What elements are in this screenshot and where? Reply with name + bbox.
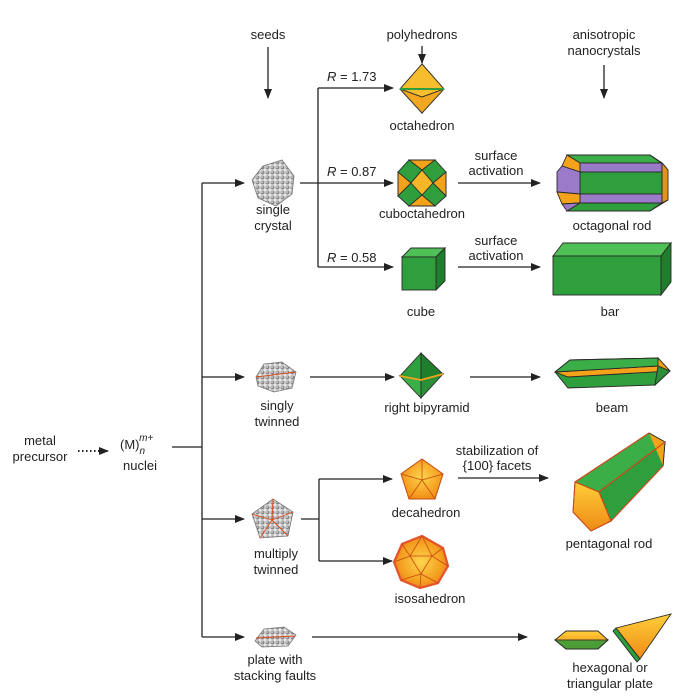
decahedron-icon — [400, 458, 444, 500]
arrow-stabilization: stabilization of — [456, 443, 539, 458]
beam-icon — [553, 356, 671, 389]
arrow-facets: {100} facets — [463, 458, 532, 473]
label-decahedron: decahedron — [392, 505, 461, 520]
pentagonal-rod-icon — [572, 432, 666, 532]
hexagonal-plate-icon — [553, 630, 610, 650]
octagonal-rod-icon — [556, 154, 669, 212]
arrow-activation-1: activation — [469, 163, 524, 178]
header-nanocrystals: nanocrystals — [568, 43, 641, 58]
triangular-plate-icon — [612, 613, 673, 663]
label-right-bipyramid: right bipyramid — [384, 400, 469, 415]
octahedron-icon — [399, 62, 445, 115]
label-cuboctahedron: cuboctahedron — [379, 206, 465, 221]
label-isosahedron: isosahedron — [395, 591, 466, 606]
ratio-cuboctahedron: R = 0.87 — [327, 164, 377, 179]
label-beam: beam — [596, 400, 629, 415]
label-bar: bar — [601, 304, 620, 319]
label-pentagonal-rod: pentagonal rod — [566, 536, 653, 551]
ratio-cube: R = 0.58 — [327, 250, 377, 265]
header-seeds: seeds — [251, 27, 286, 42]
label-plate-line2: triangular plate — [567, 676, 653, 691]
seed-singly-line1: singly — [260, 398, 294, 413]
header-anisotropic: anisotropic — [573, 27, 636, 42]
bar-icon — [552, 241, 672, 297]
seed-plate-line1: plate with — [248, 652, 303, 667]
right-bipyramid-icon — [398, 351, 445, 400]
twin-planes — [251, 498, 294, 539]
metal-precursor-line2: precursor — [13, 449, 69, 464]
seed-singly-line2: twinned — [255, 414, 300, 429]
seed-single-line1: single — [256, 202, 290, 217]
cube-icon — [400, 246, 447, 292]
stacking-fault-line — [255, 635, 296, 639]
nuclei-label: nuclei — [123, 458, 157, 473]
singly-twinned-seed-icon — [255, 361, 297, 393]
label-octahedron: octahedron — [389, 118, 454, 133]
ratio-octahedron: R = 1.73 — [327, 69, 377, 84]
nuclei-formula: (M)nm+ — [120, 433, 153, 457]
arrow-surface-2: surface — [475, 233, 518, 248]
metal-precursor-line1: metal — [24, 433, 56, 448]
single-crystal-seed-icon — [251, 159, 295, 207]
cuboctahedron-icon — [397, 159, 447, 207]
isosahedron-icon — [392, 534, 450, 590]
seed-plate-line2: stacking faults — [234, 668, 317, 683]
arrow-activation-2: activation — [469, 248, 524, 263]
arrow-surface-1: surface — [475, 148, 518, 163]
header-polyhedrons: polyhedrons — [387, 27, 458, 42]
seed-single-line2: crystal — [254, 218, 292, 233]
seed-multiply-line2: twinned — [254, 562, 299, 577]
label-plate-line1: hexagonal or — [572, 660, 648, 675]
label-cube: cube — [407, 304, 435, 319]
seed-multiply-line1: multiply — [254, 546, 299, 561]
twin-plane-line — [255, 371, 297, 378]
label-octagonal-rod: octagonal rod — [573, 218, 652, 233]
